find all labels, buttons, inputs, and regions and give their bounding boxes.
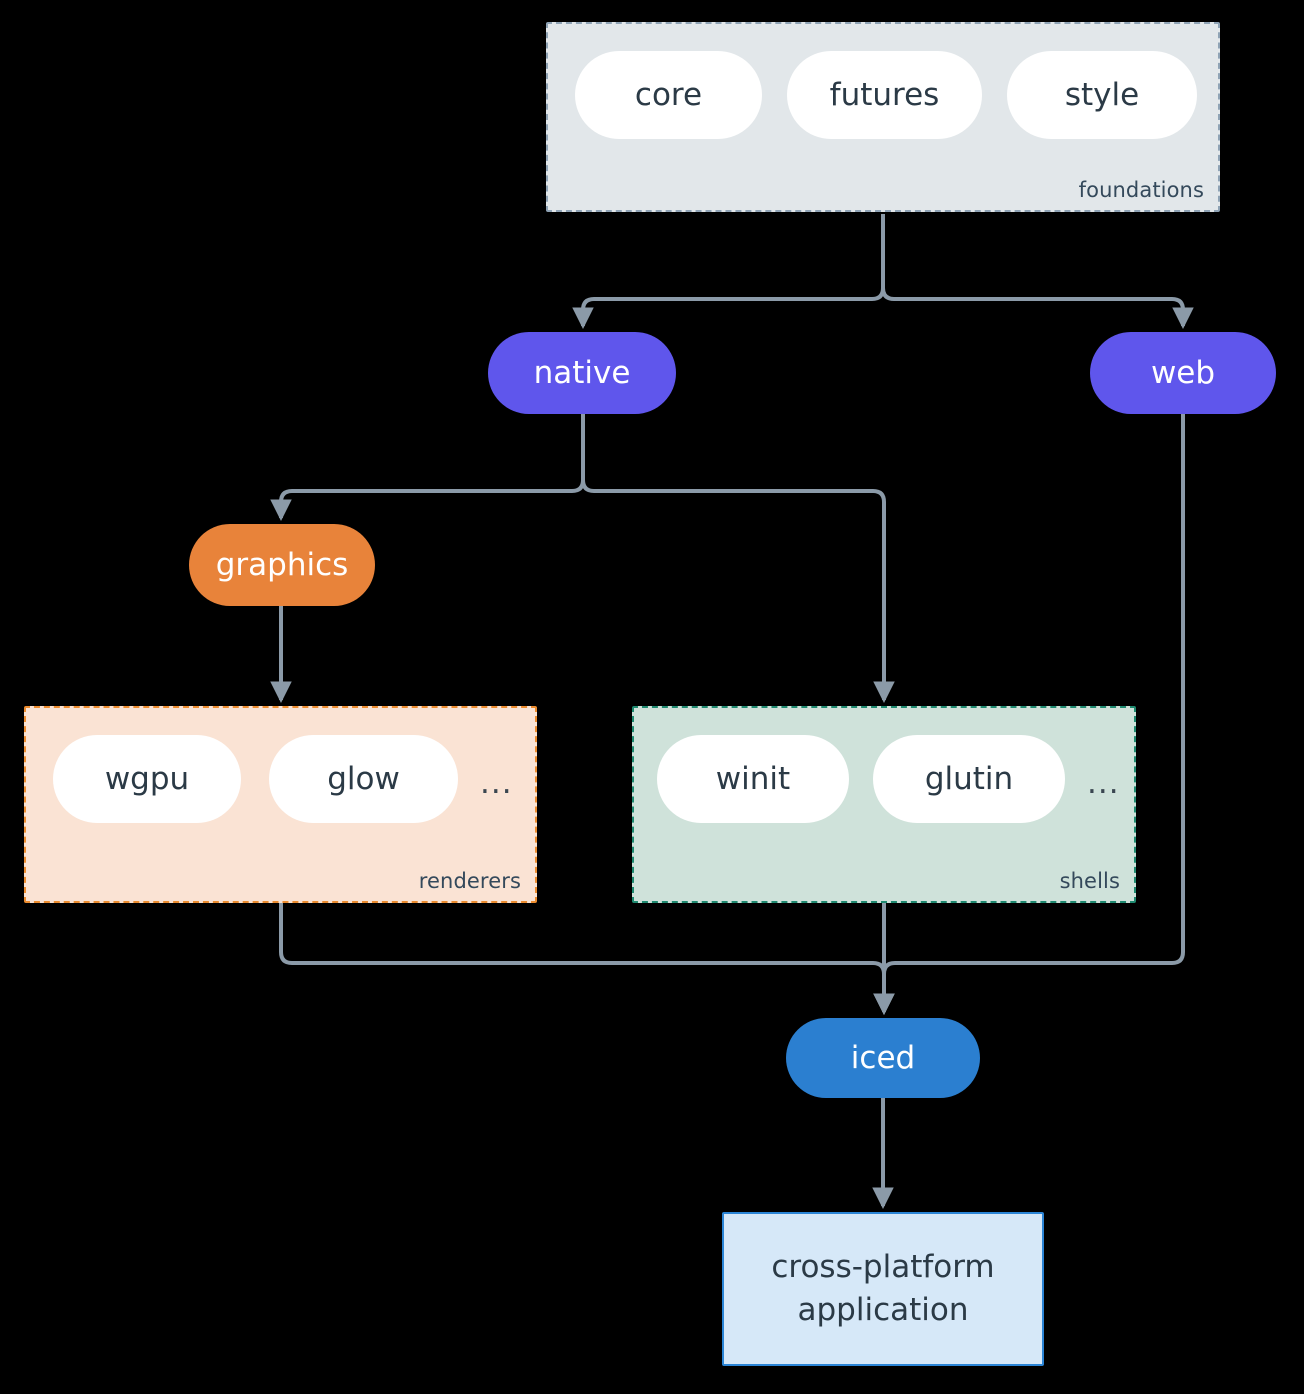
node-graphics[interactable]: graphics: [189, 524, 375, 606]
group-shells[interactable]: winit glutin ... shells: [632, 706, 1136, 903]
pill-wgpu-label: wgpu: [104, 761, 190, 797]
node-native-label: native: [533, 355, 631, 391]
pill-style[interactable]: style: [1007, 51, 1197, 139]
node-iced[interactable]: iced: [786, 1018, 980, 1098]
group-foundations[interactable]: core futures style foundations: [546, 22, 1220, 212]
renderers-members: wgpu glow ...: [26, 708, 535, 901]
pill-futures[interactable]: futures: [787, 51, 982, 139]
renderers-overflow-ellipsis: ...: [480, 765, 513, 801]
node-native[interactable]: native: [488, 332, 676, 414]
shells-members: winit glutin ...: [634, 708, 1134, 901]
shells-overflow-ellipsis: ...: [1087, 765, 1120, 801]
group-renderers[interactable]: wgpu glow ... renderers: [24, 706, 537, 903]
pill-wgpu[interactable]: wgpu: [53, 735, 241, 823]
pill-winit[interactable]: winit: [657, 735, 849, 823]
pill-winit-label: winit: [715, 761, 791, 797]
application-label-line1: cross-platform: [771, 1249, 995, 1286]
node-iced-label: iced: [850, 1040, 916, 1076]
pill-glutin[interactable]: glutin: [873, 735, 1065, 823]
node-web-label: web: [1150, 355, 1216, 391]
node-graphics-label: graphics: [215, 547, 349, 583]
pill-futures-label: futures: [829, 77, 940, 113]
group-shells-label: shells: [1059, 869, 1120, 893]
application-label-line2: application: [797, 1292, 969, 1328]
edge-renderers-iced: [279, 903, 895, 1016]
pill-glow[interactable]: glow: [269, 735, 458, 823]
edge-native-shells: [581, 414, 895, 704]
edge-foundations-native: [572, 214, 885, 330]
pill-core-label: core: [634, 77, 703, 113]
group-renderers-label: renderers: [418, 869, 521, 893]
pill-glutin-label: glutin: [924, 761, 1014, 797]
node-web[interactable]: web: [1090, 332, 1276, 414]
pill-core[interactable]: core: [575, 51, 762, 139]
pill-glow-label: glow: [327, 761, 400, 797]
group-foundations-label: foundations: [1078, 178, 1204, 202]
edge-native-graphics: [270, 414, 585, 522]
foundations-members: core futures style: [548, 24, 1218, 210]
pill-style-label: style: [1064, 77, 1140, 113]
edge-foundations-web: [881, 214, 1194, 330]
node-cross-platform-application[interactable]: cross-platform application: [722, 1212, 1044, 1366]
